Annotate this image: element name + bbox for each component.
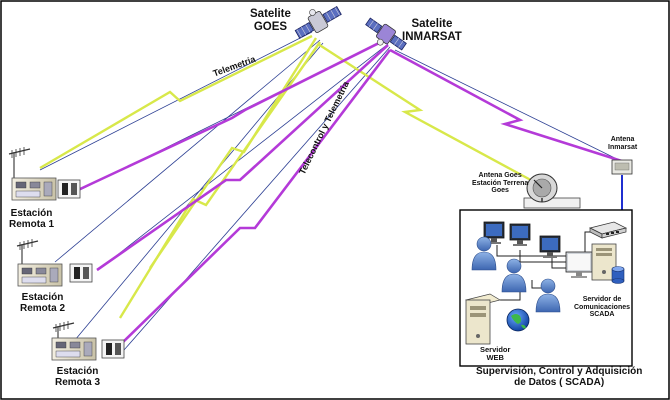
satellite-goes-icon (294, 5, 342, 39)
remote-station-1 (8, 147, 81, 201)
telemetry-link-station3 (118, 41, 321, 319)
comm-server-line3: SCADA (589, 311, 615, 319)
station-1-label: Estación Remota 1 (9, 208, 54, 230)
telecontrol-links (77, 38, 629, 346)
scada-caption-line2: de Datos ( SCADA) (514, 377, 605, 388)
inmarsat-label-line1: Satelite (411, 18, 453, 30)
inmarsat-antenna-label: Antena Inmarsat (608, 136, 637, 151)
comm-server-line1: Servidor de (582, 296, 622, 303)
telecontrol-link-station2 (96, 44, 389, 272)
scada-caption: Supervisión, Control y Adquisición de Da… (476, 366, 642, 388)
inmarsat-antenna-line2: Inmarsat (608, 143, 638, 151)
goes-dish-antenna-icon (523, 173, 581, 209)
goes-satellite-label: Satelite GOES (250, 8, 291, 33)
telemetry-links (39, 34, 541, 319)
telemetry-link-station1 (39, 34, 313, 170)
workstation-monitors (483, 221, 593, 278)
station-2-label: Estación Remota 2 (20, 292, 65, 314)
web-server-line2: WEB (486, 353, 504, 363)
telemetry-link-station2 (149, 37, 318, 269)
scada-caption-line1: Supervisión, Control y Adquisición (476, 366, 643, 377)
goes-antenna-line2: Estación Terrena (472, 179, 529, 187)
web-server-line1: Servidor (480, 345, 511, 354)
web-server-icon (465, 293, 530, 345)
remote-station-3 (51, 321, 125, 361)
comm-server-line2: Comunicaciones (574, 303, 631, 311)
scada-comm-server-icon (591, 243, 625, 284)
link-inmarsat-station2 (97, 43, 389, 271)
inmarsat-label-line2: INMARSAT (402, 30, 462, 43)
link-goes-station1 (39, 31, 313, 171)
inmarsat-antenna-line1: Antena (610, 136, 635, 143)
telecontrol-link-station3 (119, 49, 392, 346)
station-2-line1: Estación (21, 292, 64, 303)
remote-station-2 (16, 239, 93, 287)
goes-antenna-label: Antena Goes Estación Terrena Goes (472, 172, 528, 195)
telecontrol-link-antenna (389, 48, 629, 165)
station-1-line2: Remota 1 (9, 219, 55, 230)
station-3-label: Estación Remota 3 (55, 366, 100, 388)
telecontrol-link-station1 (77, 38, 386, 192)
network-switch-icon (588, 221, 628, 239)
satellite-inmarsat-icon (365, 17, 407, 51)
goes-antenna-line3: Goes (491, 187, 509, 195)
link-goes-station2 (54, 39, 321, 263)
goes-label-line2: GOES (253, 20, 288, 33)
web-server-label: Servidor WEB (480, 345, 511, 363)
goes-label-line1: Satelite (250, 8, 291, 20)
goes-antenna-line1: Antena Goes (478, 172, 522, 179)
link-inmarsat-antenna (394, 49, 626, 164)
station-1-line1: Estación (10, 208, 53, 219)
inmarsat-satellite-label: Satelite INMARSAT (402, 18, 462, 43)
station-3-line2: Remota 3 (55, 377, 101, 388)
inmarsat-antenna-icon (611, 159, 633, 175)
operator-users (471, 236, 561, 313)
scada-comm-server-label: Servidor de Comunicaciones SCADA (574, 296, 630, 319)
telemetry-link-ground (317, 42, 541, 187)
station-3-line1: Estación (56, 366, 99, 377)
station-2-line2: Remota 2 (20, 303, 66, 314)
